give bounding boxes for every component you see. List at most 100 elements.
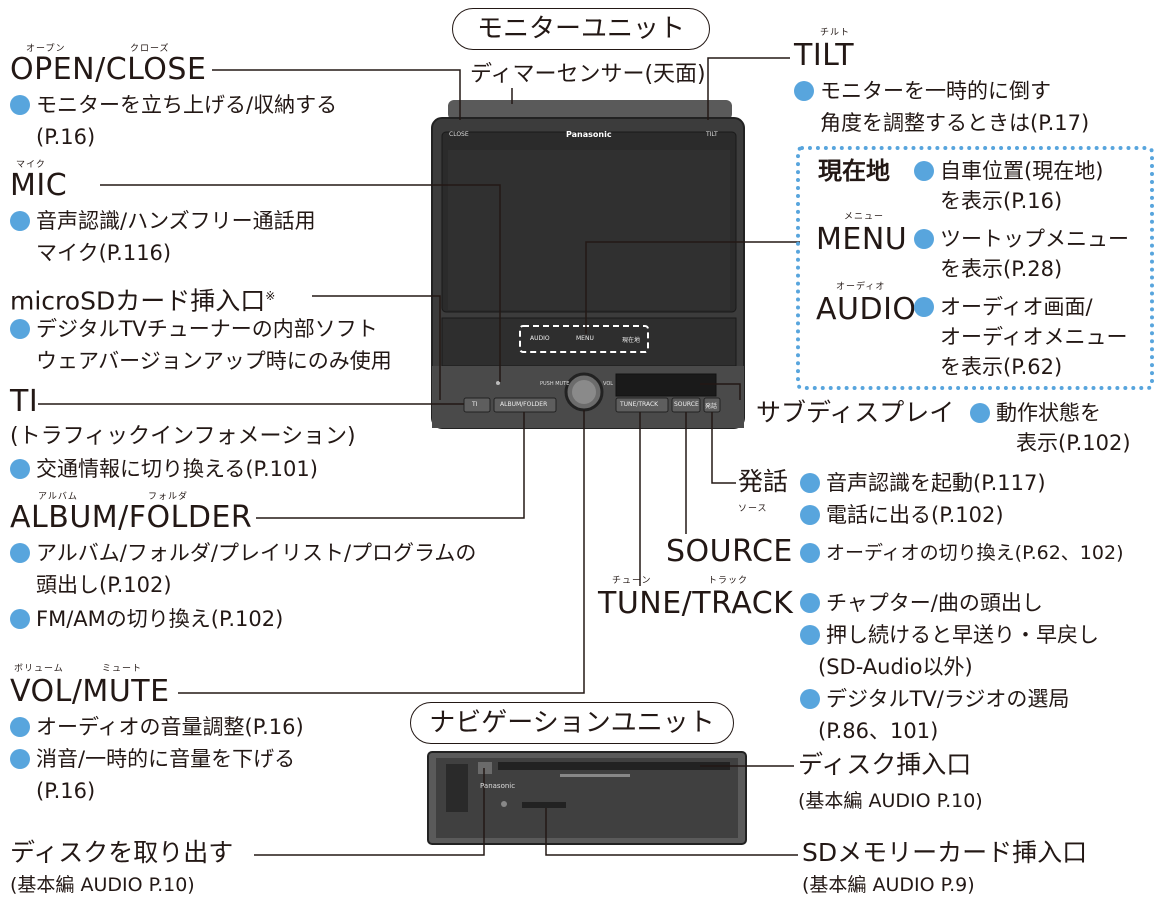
hatsuwa-desc1: 音声認識を起動(P.117) xyxy=(800,468,1046,498)
album-folder-title: ALBUM/FOLDER xyxy=(10,500,253,535)
bullet-icon xyxy=(10,459,30,479)
bullet-icon xyxy=(800,505,820,525)
close-ruby: クローズ xyxy=(130,44,170,54)
mic-desc: 音声認識/ハンズフリー通話用 xyxy=(10,206,316,236)
audio-desc: オーディオ画面/ xyxy=(914,292,1093,322)
bullet-icon xyxy=(10,319,30,339)
genzaichi-key-label: 現在地 xyxy=(818,157,890,185)
monitor-unit-illustration xyxy=(431,100,745,429)
disc-slot-ref: (基本編 AUDIO P.10) xyxy=(798,790,983,812)
open-ruby: オープン xyxy=(26,44,66,54)
disc-eject-title: ディスクを取り出す xyxy=(10,838,234,867)
album-folder-desc2: FM/AMの切り換え(P.102) xyxy=(10,604,283,634)
audio-desc2: オーディオメニュー xyxy=(940,325,1128,349)
sub-display-desc2: 表示(P.102) xyxy=(1016,431,1131,455)
source-title: SOURCE xyxy=(666,534,793,569)
open-close-desc: モニターを立ち上げる/収納する xyxy=(10,90,337,120)
open-close-title: OPEN/CLOSE xyxy=(10,52,207,87)
menu-desc: ツートップメニュー xyxy=(914,224,1129,254)
monitor-tilt-label: TILT xyxy=(706,131,718,138)
menu-ruby: メニュー xyxy=(844,212,885,222)
sub-display-title: サブディスプレイ xyxy=(756,398,955,427)
ti-button[interactable]: TI xyxy=(472,401,478,408)
bullet-icon xyxy=(800,689,820,709)
tune-track-desc2b: (SD-Audio以外) xyxy=(818,655,973,679)
genzaichi-button[interactable]: 現在地 xyxy=(622,337,641,344)
genzaichi-desc2: を表示(P.16) xyxy=(940,189,1063,213)
genzaichi-desc: 自車位置(現在地) xyxy=(914,156,1103,186)
album-folder-desc1: アルバム/フォルダ/プレイリスト/プログラムの xyxy=(10,538,476,568)
vol-ruby: ボリューム xyxy=(14,664,64,674)
navigation-unit-title: ナビゲーションユニット xyxy=(410,702,734,744)
microsd-desc2: ウェアバージョンアップ時にのみ使用 xyxy=(36,349,392,373)
audio-key-label: AUDIO xyxy=(816,292,917,327)
bullet-icon xyxy=(10,95,30,115)
mute-ruby: ミュート xyxy=(102,664,143,674)
tune-track-desc3: デジタルTV/ラジオの選局 xyxy=(800,684,1069,714)
monitor-close-label: CLOSE xyxy=(449,131,469,138)
hatsuwa-button[interactable]: 発話 xyxy=(705,403,718,410)
track-ruby: トラック xyxy=(708,576,749,586)
microsd-desc: デジタルTVチューナーの内部ソフト xyxy=(10,314,378,344)
bullet-icon xyxy=(914,229,934,249)
album-ruby: アルバム xyxy=(38,492,78,502)
audio-ruby: オーディオ xyxy=(836,282,886,292)
disc-slot-title: ディスク挿入口 xyxy=(798,750,972,779)
tune-track-desc3b: (P.86、101) xyxy=(818,719,939,743)
tilt-ruby: チルト xyxy=(820,28,851,38)
vol-mute-title: VOL/MUTE xyxy=(10,674,170,709)
hatsuwa-desc2: 電話に出る(P.102) xyxy=(800,500,1004,530)
bullet-icon xyxy=(914,161,934,181)
tune-track-button[interactable]: TUNE/TRACK xyxy=(620,401,659,408)
tune-track-desc1: チャプター/曲の頭出し xyxy=(800,588,1043,618)
navigation-unit-illustration xyxy=(427,751,747,845)
hatsuwa-title: 発話 xyxy=(738,467,789,496)
monitor-brand-logo: Panasonic xyxy=(566,130,612,139)
mic-ruby: マイク xyxy=(16,160,46,170)
source-button[interactable]: SOURCE xyxy=(674,401,699,408)
bullet-icon xyxy=(970,403,990,423)
ti-title: TI xyxy=(10,384,39,419)
bullet-icon xyxy=(914,297,934,317)
sd-slot-ref: (基本編 AUDIO P.9) xyxy=(802,874,975,896)
menu-desc2: を表示(P.28) xyxy=(940,257,1063,281)
ti-subtitle: (トラフィックインフォメーション) xyxy=(10,424,356,449)
tune-ruby: チューン xyxy=(612,576,652,586)
vol-mute-desc2: 消音/一時的に音量を下げる xyxy=(10,744,295,774)
bullet-icon xyxy=(800,473,820,493)
keys-box xyxy=(796,146,1154,390)
album-folder-desc1b: 頭出し(P.102) xyxy=(36,573,172,597)
folder-ruby: フォルダ xyxy=(148,492,189,502)
microsd-title: microSDカード挿入口※ xyxy=(10,286,276,316)
monitor-unit-title: モニターユニット xyxy=(452,8,710,50)
audio-button[interactable]: AUDIO xyxy=(530,335,550,342)
tune-track-title: TUNE/TRACK xyxy=(598,586,794,621)
sd-slot-title: SDメモリーカード挿入口 xyxy=(802,838,1088,867)
tilt-desc: モニターを一時的に倒す xyxy=(794,76,1051,106)
tune-track-desc2: 押し続けると早送り・早戻し xyxy=(800,620,1099,650)
dimmer-sensor-label: ディマーセンサー(天面) xyxy=(470,62,706,87)
mic-title: MIC xyxy=(10,168,68,203)
audio-desc3: を表示(P.62) xyxy=(940,355,1063,379)
menu-key-label: MENU xyxy=(816,222,908,257)
bullet-icon xyxy=(10,609,30,629)
bullet-icon xyxy=(10,543,30,563)
tilt-title: TILT xyxy=(794,38,855,73)
ti-desc: 交通情報に切り換える(P.101) xyxy=(10,454,318,484)
bullet-icon xyxy=(794,81,814,101)
bullet-icon xyxy=(800,543,820,563)
vol-label: VOL xyxy=(603,381,614,387)
menu-button[interactable]: MENU xyxy=(576,335,594,342)
push-mute-label: PUSH MUTE xyxy=(540,381,570,387)
bullet-icon xyxy=(10,211,30,231)
nav-brand-logo: Panasonic xyxy=(480,782,516,790)
tilt-desc2: 角度を調整するときは(P.17) xyxy=(820,111,1090,135)
bullet-icon xyxy=(10,749,30,769)
vol-mute-desc2b: (P.16) xyxy=(36,779,96,803)
mic-desc2: マイク(P.116) xyxy=(36,241,172,265)
album-folder-button[interactable]: ALBUM/FOLDER xyxy=(500,401,548,408)
source-desc: オーディオの切り換え(P.62、102) xyxy=(800,538,1123,568)
vol-mute-desc1: オーディオの音量調整(P.16) xyxy=(10,712,304,742)
open-close-page: (P.16) xyxy=(36,125,96,149)
